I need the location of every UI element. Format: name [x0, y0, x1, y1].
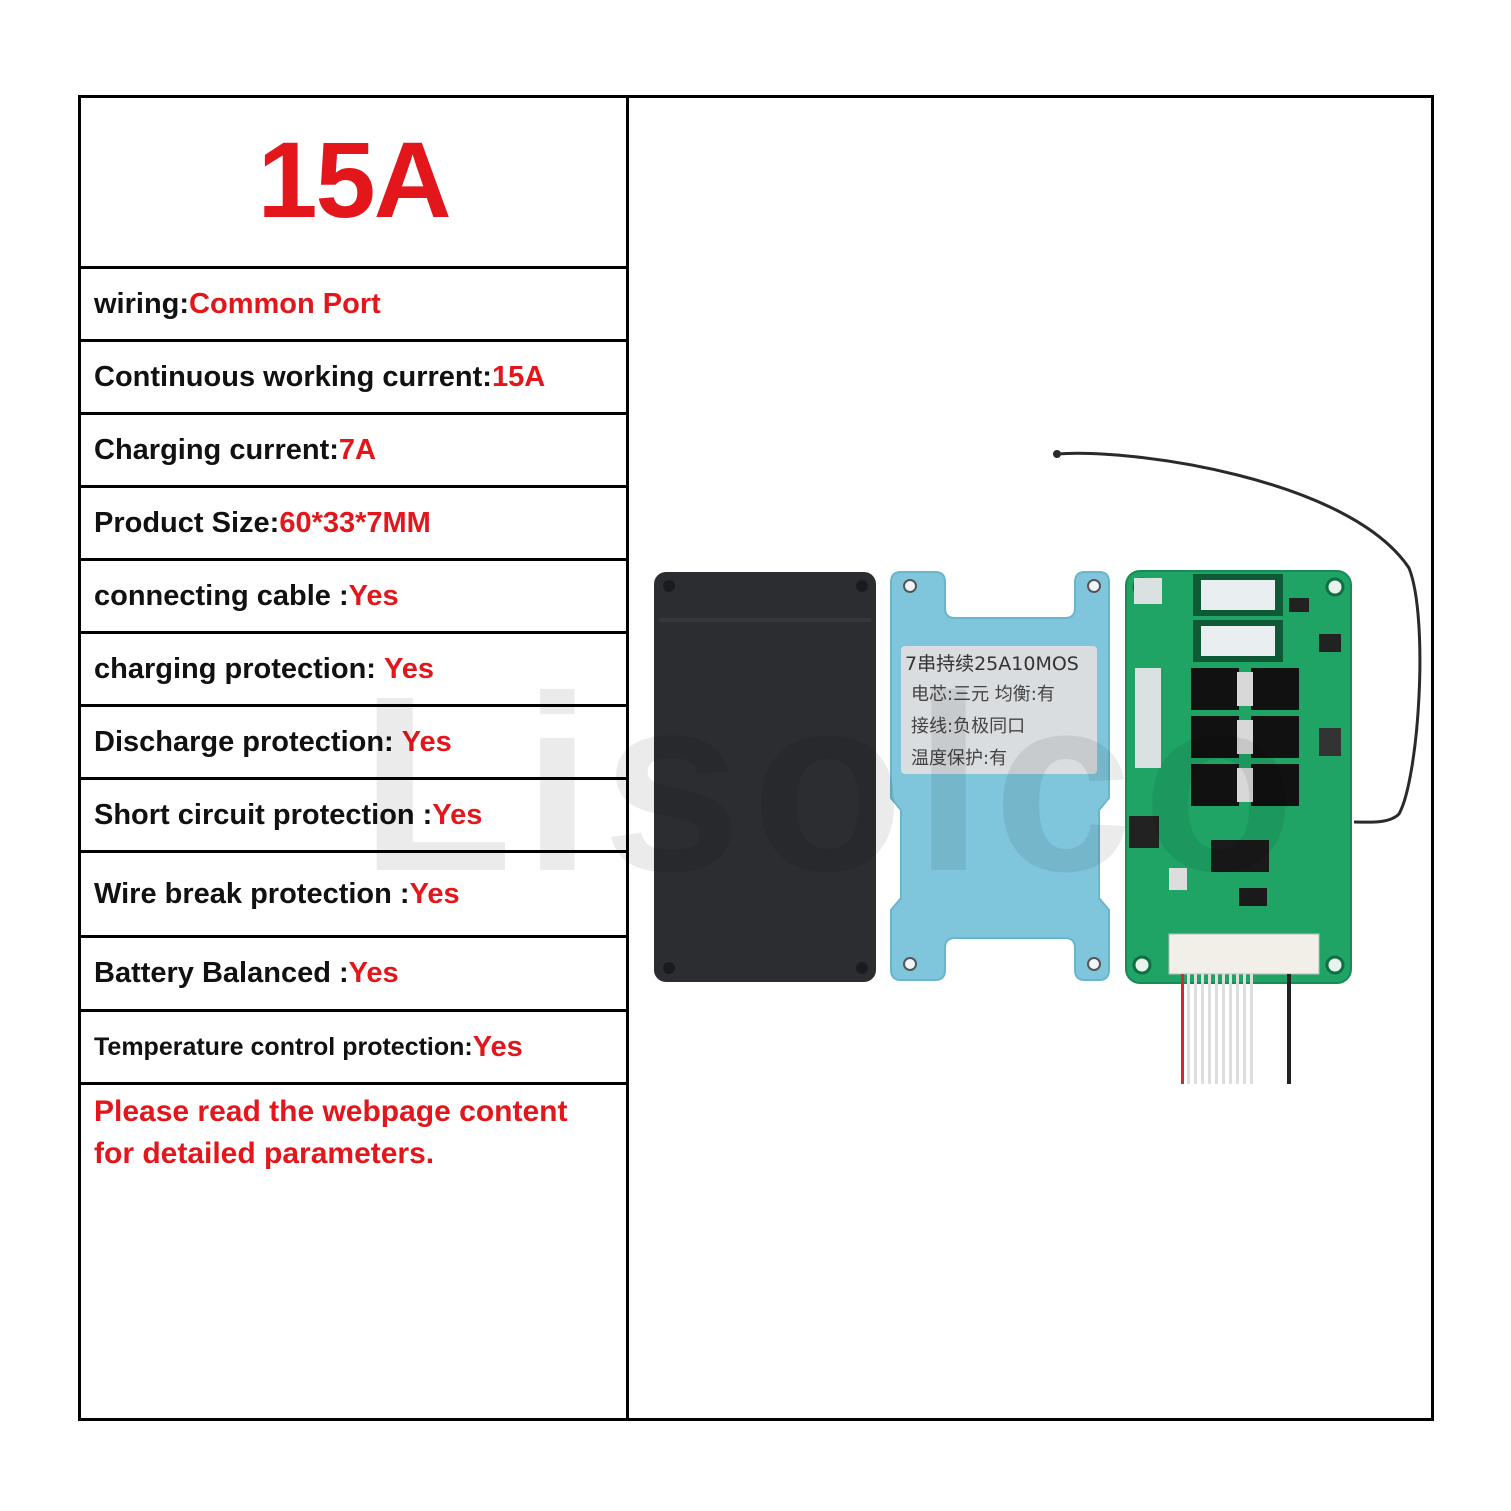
- spec-value: 15A: [491, 360, 546, 393]
- spec-row-wiring: wiring:Common Port: [81, 269, 626, 342]
- spec-label: charging protection:: [94, 652, 384, 685]
- spec-row-charging-current: Charging current:7A: [81, 415, 626, 488]
- spec-value: Yes: [472, 1030, 523, 1063]
- note-line: for detailed parameters.: [94, 1137, 435, 1170]
- spec-row-continuous-current: Continuous working current:15A: [81, 342, 626, 415]
- spec-column: 15A wiring:Common Port Continuous workin…: [81, 98, 626, 1175]
- black-cover-plate: [654, 572, 876, 982]
- thermistor-wire: [1056, 451, 1422, 824]
- spec-value: Yes: [432, 798, 483, 831]
- bms-product-photo: 7串持续25A10MOS 电芯:三元 均衡:有 接线:负极同口 温度保护:有: [654, 450, 1422, 1084]
- spec-label: Charging current:: [94, 433, 339, 466]
- spec-label: Short circuit protection :: [94, 798, 433, 831]
- spec-row-temperature-control: Temperature control protection:Yes: [81, 1012, 626, 1085]
- spec-row-short-circuit: Short circuit protection :Yes: [81, 780, 626, 853]
- spec-label: wiring:: [94, 287, 190, 320]
- note-line: Please read the webpage content: [94, 1095, 568, 1128]
- product-photo-area: 7串持续25A10MOS 电芯:三元 均衡:有 接线:负极同口 温度保护:有: [629, 98, 1431, 1418]
- title-cell: 15A: [81, 98, 626, 269]
- spec-row-product-size: Product Size:60*33*7MM: [81, 488, 626, 561]
- sticker-line-4: 温度保护:有: [911, 748, 1007, 769]
- spec-label: Wire break protection :: [94, 877, 410, 910]
- pcb-board: [1125, 570, 1352, 984]
- spec-value: 7A: [338, 433, 376, 466]
- detail-note: Please read the webpage content for deta…: [81, 1085, 626, 1175]
- spec-value: Yes: [348, 579, 399, 612]
- spec-value: Common Port: [189, 287, 381, 320]
- sticker-line-3: 接线:负极同口: [911, 716, 1025, 737]
- spec-row-wire-break: Wire break protection :Yes: [81, 853, 626, 938]
- column-divider: [626, 95, 629, 1421]
- spec-label: Battery Balanced :: [94, 957, 349, 989]
- spec-label: Temperature control protection:: [94, 1032, 473, 1061]
- spec-value: Yes: [348, 957, 399, 989]
- sticker-line-2: 电芯:三元 均衡:有: [911, 684, 1055, 705]
- spec-sticker: [901, 646, 1097, 774]
- spec-value: Yes: [409, 877, 460, 910]
- sticker-line-1: 7串持续25A10MOS: [905, 653, 1079, 675]
- spec-label: Discharge protection:: [94, 725, 402, 758]
- spec-row-charging-protection: charging protection: Yes: [81, 634, 626, 707]
- insulator-sheet: 7串持续25A10MOS 电芯:三元 均衡:有 接线:负极同口 温度保护:有: [890, 571, 1110, 981]
- current-rating-title: 15A: [257, 118, 451, 240]
- spec-row-battery-balanced: Battery Balanced :Yes: [81, 938, 626, 1012]
- thermistor-tip: [1053, 450, 1061, 458]
- spec-value: Yes: [401, 725, 452, 758]
- spec-label: connecting cable :: [94, 579, 349, 612]
- spec-value: Yes: [384, 652, 434, 685]
- spec-row-connecting-cable: connecting cable :Yes: [81, 561, 626, 634]
- spec-label: Product Size:: [94, 506, 280, 539]
- balance-wire-bundle: [1181, 974, 1291, 1084]
- spec-row-discharge-protection: Discharge protection: Yes: [81, 707, 626, 780]
- spec-label: Continuous working current:: [94, 360, 492, 393]
- spec-value: 60*33*7MM: [279, 506, 431, 539]
